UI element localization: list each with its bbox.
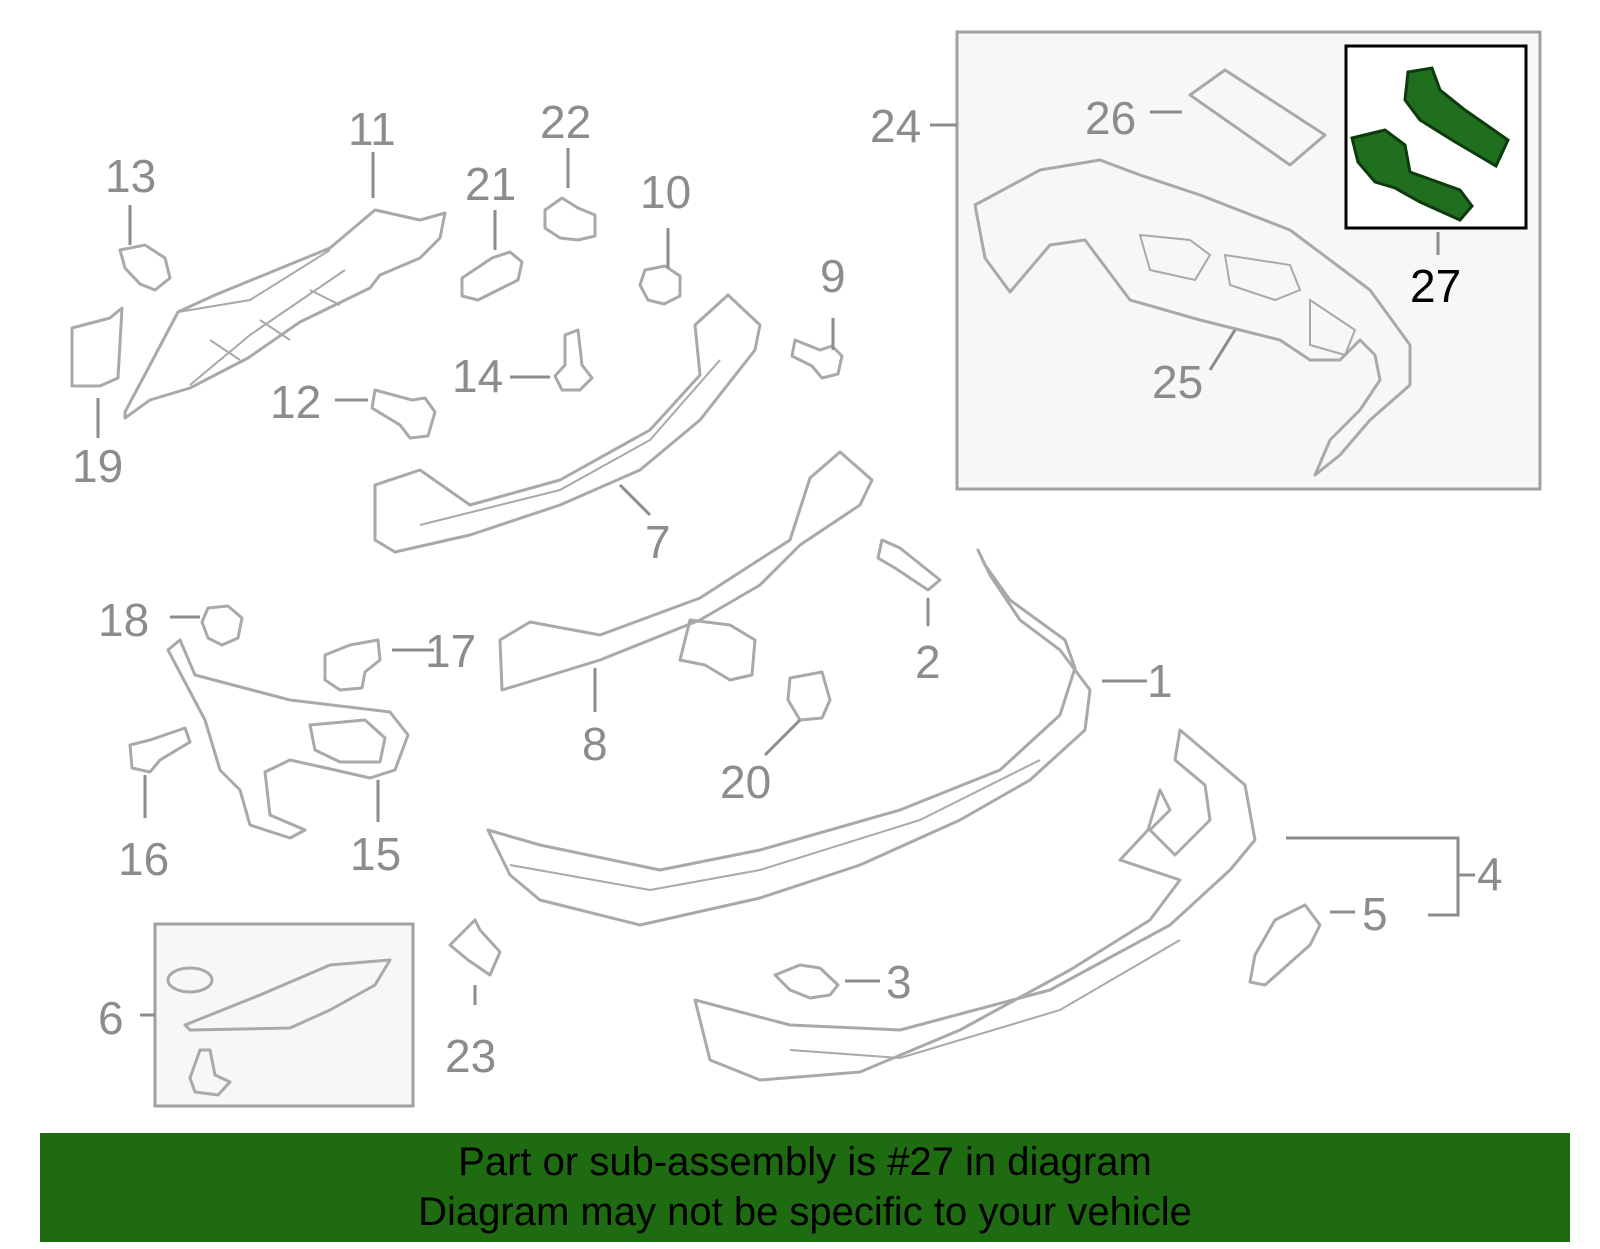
banner-line-1: Part or sub-assembly is #27 in diagram (458, 1140, 1152, 1184)
part-19-plate (70, 306, 124, 388)
part-21-sensor (460, 250, 524, 302)
part-11-bracket (123, 208, 447, 420)
part-18-nut (200, 604, 244, 647)
banner-line-2: Diagram may not be specific to your vehi… (418, 1190, 1192, 1234)
part-13-clip (118, 243, 172, 292)
callout-22: 22 (540, 96, 591, 148)
part-4-lower-valance (693, 728, 1257, 1082)
callout-11: 11 (348, 103, 396, 155)
callout-3: 3 (886, 956, 912, 1008)
info-banner: Part or sub-assembly is #27 in diagram D… (40, 1133, 1570, 1242)
part-22-sensor (543, 196, 597, 242)
part-7-reinforcement (373, 293, 762, 554)
callout-23: 23 (445, 1030, 496, 1082)
part-20-cap (786, 670, 832, 722)
callout-9: 9 (820, 250, 846, 302)
callout-5: 5 (1362, 888, 1388, 940)
callout-14: 14 (452, 350, 503, 402)
callout-25: 25 (1152, 356, 1203, 408)
callout-24: 24 (870, 100, 921, 152)
callout-4: 4 (1477, 848, 1503, 900)
callout-26: 26 (1085, 92, 1136, 144)
part-15-bracket (166, 638, 410, 840)
callout-8: 8 (582, 718, 608, 770)
part-5-reflector (1248, 903, 1322, 987)
callout-6: 6 (98, 992, 124, 1044)
part-16-bolt (128, 726, 192, 774)
part-27-exhaust-tips[interactable] (1350, 66, 1510, 222)
callout-2: 2 (915, 636, 941, 688)
part-26-panel (1188, 68, 1327, 167)
part-17-clip (323, 638, 382, 692)
leader-lines (96, 110, 1475, 1017)
part-2-bolt (876, 538, 942, 592)
callout-10: 10 (640, 166, 691, 218)
callout-20: 20 (720, 756, 771, 808)
callout-1: 1 (1147, 655, 1173, 707)
callout-18: 18 (98, 594, 149, 646)
callout-27: 27 (1410, 260, 1461, 312)
callout-7: 7 (645, 516, 671, 568)
part-9-bolt (790, 338, 844, 380)
part-1-bumper-cover (486, 548, 1092, 927)
callout-17: 17 (425, 625, 476, 677)
callout-16: 16 (118, 833, 169, 885)
part-14-stud (553, 328, 594, 392)
callout-12: 12 (270, 376, 321, 428)
callout-21: 21 (465, 158, 516, 210)
part-6-contents (166, 958, 392, 1097)
part-10-nut (638, 264, 682, 306)
callout-19: 19 (72, 440, 123, 492)
part-25-diffuser (973, 158, 1412, 477)
part-3-clip (773, 963, 840, 1000)
callout-13: 13 (105, 150, 156, 202)
part-8-hitch-beam (498, 450, 874, 692)
callout-15: 15 (350, 828, 401, 880)
part-12-bolt (370, 388, 437, 440)
assembly-box-6 (153, 922, 415, 1108)
part-23-trim (448, 918, 502, 977)
